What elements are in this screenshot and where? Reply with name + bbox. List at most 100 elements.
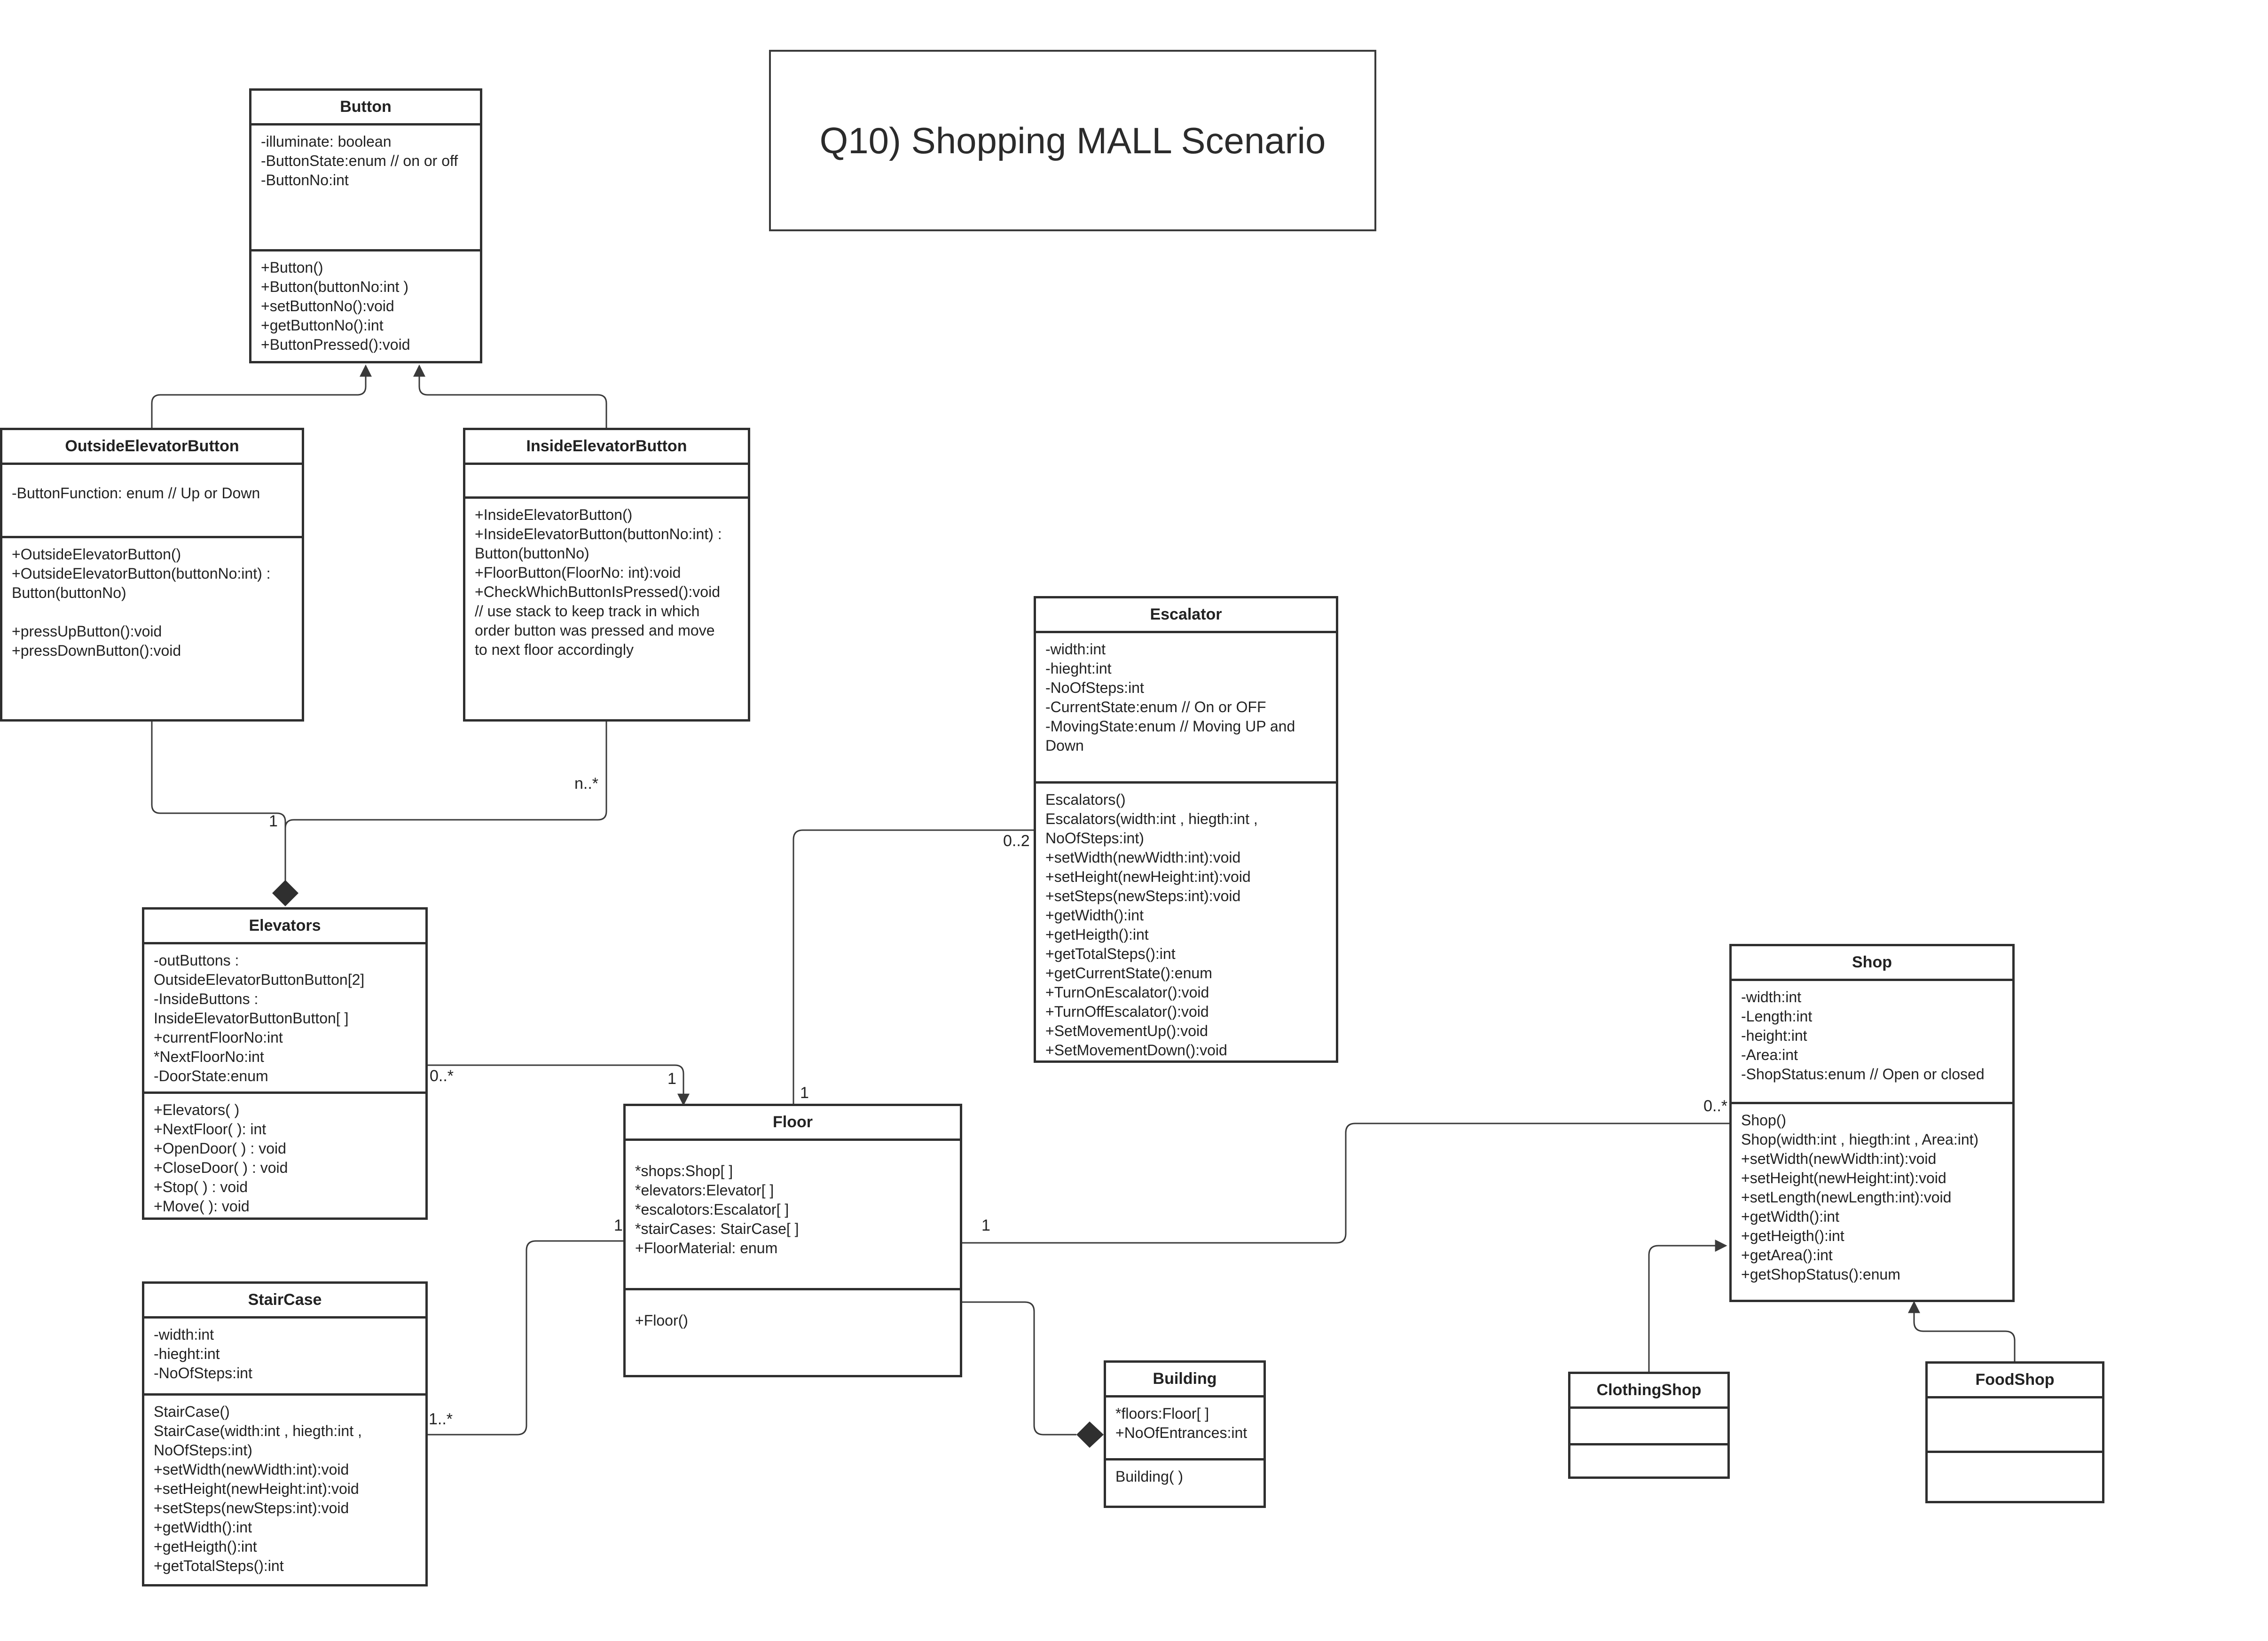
diagram-title: Q10) Shopping MALL Scenario <box>819 119 1326 161</box>
class-operation: +setButtonNo():void <box>261 298 394 314</box>
class-operation: +setSteps(newSteps:int):void <box>1045 887 1241 904</box>
class-inside-elevator-button-operations: +InsideElevatorButton() +InsideElevatorBu… <box>465 499 748 719</box>
class-shop-attributes: -width:int-Length:int-height:int-Area:in… <box>1732 981 2012 1104</box>
class-operation: +getHeigth():int <box>1045 926 1149 943</box>
class-operation: +Button() <box>261 259 323 276</box>
class-attribute: -illuminate: boolean <box>261 133 392 150</box>
composition-floor-to-building <box>962 1301 1076 1436</box>
class-elevators[interactable]: Elevators -outButtons :OutsideElevatorBu… <box>142 907 428 1220</box>
class-operation <box>12 603 292 622</box>
class-operation: +TurnOnEscalator():void <box>1045 984 1209 1001</box>
class-operation: +getTotalSteps():int <box>1045 945 1176 962</box>
class-floor[interactable]: Floor *shops:Shop[ ]*elevators:Elevator[… <box>623 1104 962 1377</box>
class-operation: +InsideElevatorButton(buttonNo:int) : <box>475 526 722 542</box>
class-operation: +CloseDoor( ) : void <box>154 1159 288 1176</box>
class-attribute: -width:int <box>1045 641 1106 658</box>
class-operation: +ButtonPressed():void <box>261 336 410 353</box>
generalization-clothingshop-to-shop <box>1648 1240 1727 1372</box>
class-operation: +getWidth():int <box>1045 907 1144 924</box>
class-inside-elevator-button-name: InsideElevatorButton <box>465 430 748 465</box>
multiplicity-outside-elevators: 1 <box>269 812 278 830</box>
class-operation: +SetMovementUp():void <box>1045 1022 1208 1039</box>
composition-inside-to-elevators <box>284 720 607 883</box>
class-operation: NoOfSteps:int) <box>154 1442 252 1459</box>
class-operation: StairCase(width:int , hiegth:int , <box>154 1422 362 1439</box>
class-clothing-shop-attributes <box>1570 1409 1727 1445</box>
class-escalator-operations: Escalators()Escalators(width:int , hiegt… <box>1036 784 1336 1065</box>
class-operation: to next floor accordingly <box>475 641 634 658</box>
class-operation: +SetMovementDown():void <box>1045 1042 1227 1059</box>
multiplicity-elevators-side: 0..* <box>430 1067 454 1085</box>
multiplicity-staircase-side: 1..* <box>429 1410 453 1428</box>
association-shop-to-floor <box>962 1123 1729 1244</box>
class-inside-elevator-button-attributes <box>465 465 748 499</box>
class-operation: Shop() <box>1741 1112 1787 1129</box>
class-attribute: -ButtonNo:int <box>261 172 349 188</box>
class-operation: +Move( ): void <box>154 1198 250 1215</box>
class-operation: +TurnOffEscalator():void <box>1045 1003 1209 1020</box>
class-attribute: Down <box>1045 737 1084 754</box>
class-attribute: -hieght:int <box>154 1345 220 1362</box>
class-operation: +setWidth(newWidth:int):void <box>154 1461 349 1478</box>
association-escalator-to-floor <box>793 829 1034 1104</box>
class-inside-elevator-button[interactable]: InsideElevatorButton +InsideElevatorButt… <box>463 428 750 722</box>
class-operation: Escalators(width:int , hiegth:int , <box>1045 810 1258 827</box>
multiplicity-floor-side-elevators: 1 <box>667 1070 676 1088</box>
class-operation: +OutsideElevatorButton() <box>12 546 181 563</box>
multiplicity-floor-side-escalator: 1 <box>800 1084 809 1102</box>
class-operation: +setSteps(newSteps:int):void <box>154 1500 349 1516</box>
class-clothing-shop[interactable]: ClothingShop <box>1568 1372 1730 1479</box>
class-shop-operations: Shop() Shop(width:int , hiegth:int , Area… <box>1732 1104 2012 1300</box>
class-operation: +Floor() <box>635 1312 688 1329</box>
class-shop[interactable]: Shop -width:int-Length:int-height:int-Ar… <box>1729 944 2015 1302</box>
generalization-foodshop-to-shop <box>1908 1301 2016 1361</box>
class-operation: +InsideElevatorButton() <box>475 506 633 523</box>
class-attribute: OutsideElevatorButtonButton[2] <box>154 971 365 988</box>
class-outside-elevator-button-operations: +OutsideElevatorButton()+OutsideElevator… <box>2 538 302 719</box>
class-building-name: Building <box>1106 1363 1263 1398</box>
class-operation: Shop(width:int , hiegth:int , Area:int) <box>1741 1131 1979 1148</box>
class-attribute: -InsideButtons : <box>154 990 259 1007</box>
class-attribute: *elevators:Elevator[ ] <box>635 1182 774 1199</box>
class-attribute: *floors:Floor[ ] <box>1115 1405 1209 1422</box>
class-attribute: -NoOfSteps:int <box>1045 679 1144 696</box>
class-operation: +setHeight(newHeight:int):void <box>1741 1170 1946 1186</box>
class-floor-name: Floor <box>626 1106 960 1141</box>
class-attribute: *stairCases: StairCase[ ] <box>635 1220 799 1237</box>
multiplicity-inside-elevators: n..* <box>574 775 599 793</box>
class-food-shop[interactable]: FoodShop <box>1925 1361 2104 1503</box>
class-building[interactable]: Building *floors:Floor[ ] +NoOfEntrances:… <box>1104 1360 1266 1508</box>
class-attribute: -NoOfSteps:int <box>154 1365 252 1382</box>
class-operation: StairCase() <box>154 1403 230 1420</box>
class-operation: +pressDownButton():void <box>12 642 181 659</box>
class-operation: +getTotalSteps():int <box>154 1557 284 1574</box>
class-operation: +getArea():int <box>1741 1247 1833 1264</box>
class-attribute: -CurrentState:enum // On or OFF <box>1045 699 1266 715</box>
class-outside-elevator-button[interactable]: OutsideElevatorButton -ButtonFunction: e… <box>0 428 304 722</box>
class-operation: +NextFloor( ): int <box>154 1121 267 1138</box>
class-operation: Building( ) <box>1115 1468 1184 1485</box>
class-operation: Button(buttonNo) <box>12 584 126 601</box>
class-building-attributes: *floors:Floor[ ] +NoOfEntrances:int <box>1106 1398 1263 1460</box>
class-operation: +Button(buttonNo:int ) <box>261 278 408 295</box>
class-staircase-name: StairCase <box>144 1284 425 1319</box>
class-attribute: -DoorState:enum <box>154 1068 268 1084</box>
class-operation: +setLength(newLength:int):void <box>1741 1189 1952 1206</box>
class-attribute: +NoOfEntrances:int <box>1115 1424 1248 1441</box>
class-operation: +setWidth(newWidth:int):void <box>1045 849 1241 866</box>
class-button[interactable]: Button -illuminate: boolean-ButtonState:… <box>249 88 482 363</box>
class-attribute: +FloorMaterial: enum <box>635 1240 778 1256</box>
class-attribute: -ButtonFunction: enum // Up or Down <box>12 485 260 502</box>
class-operation: +setHeight(newHeight:int):void <box>154 1480 359 1497</box>
class-attribute: -MovingState:enum // Moving UP and <box>1045 718 1295 735</box>
class-outside-elevator-button-name: OutsideElevatorButton <box>2 430 302 465</box>
class-staircase[interactable]: StairCase -width:int -hieght:int -NoOfStep… <box>142 1281 428 1586</box>
class-shop-name: Shop <box>1732 946 2012 981</box>
class-outside-elevator-button-attributes: -ButtonFunction: enum // Up or Down <box>2 465 302 538</box>
class-escalator[interactable]: Escalator -width:int-hieght:int-NoOfStep… <box>1034 596 1338 1063</box>
class-attribute: -width:int <box>154 1326 214 1343</box>
class-escalator-attributes: -width:int-hieght:int-NoOfSteps:int-Curr… <box>1036 633 1336 784</box>
class-operation: +getWidth():int <box>1741 1208 1839 1225</box>
class-operation: +getCurrentState():enum <box>1045 965 1212 981</box>
